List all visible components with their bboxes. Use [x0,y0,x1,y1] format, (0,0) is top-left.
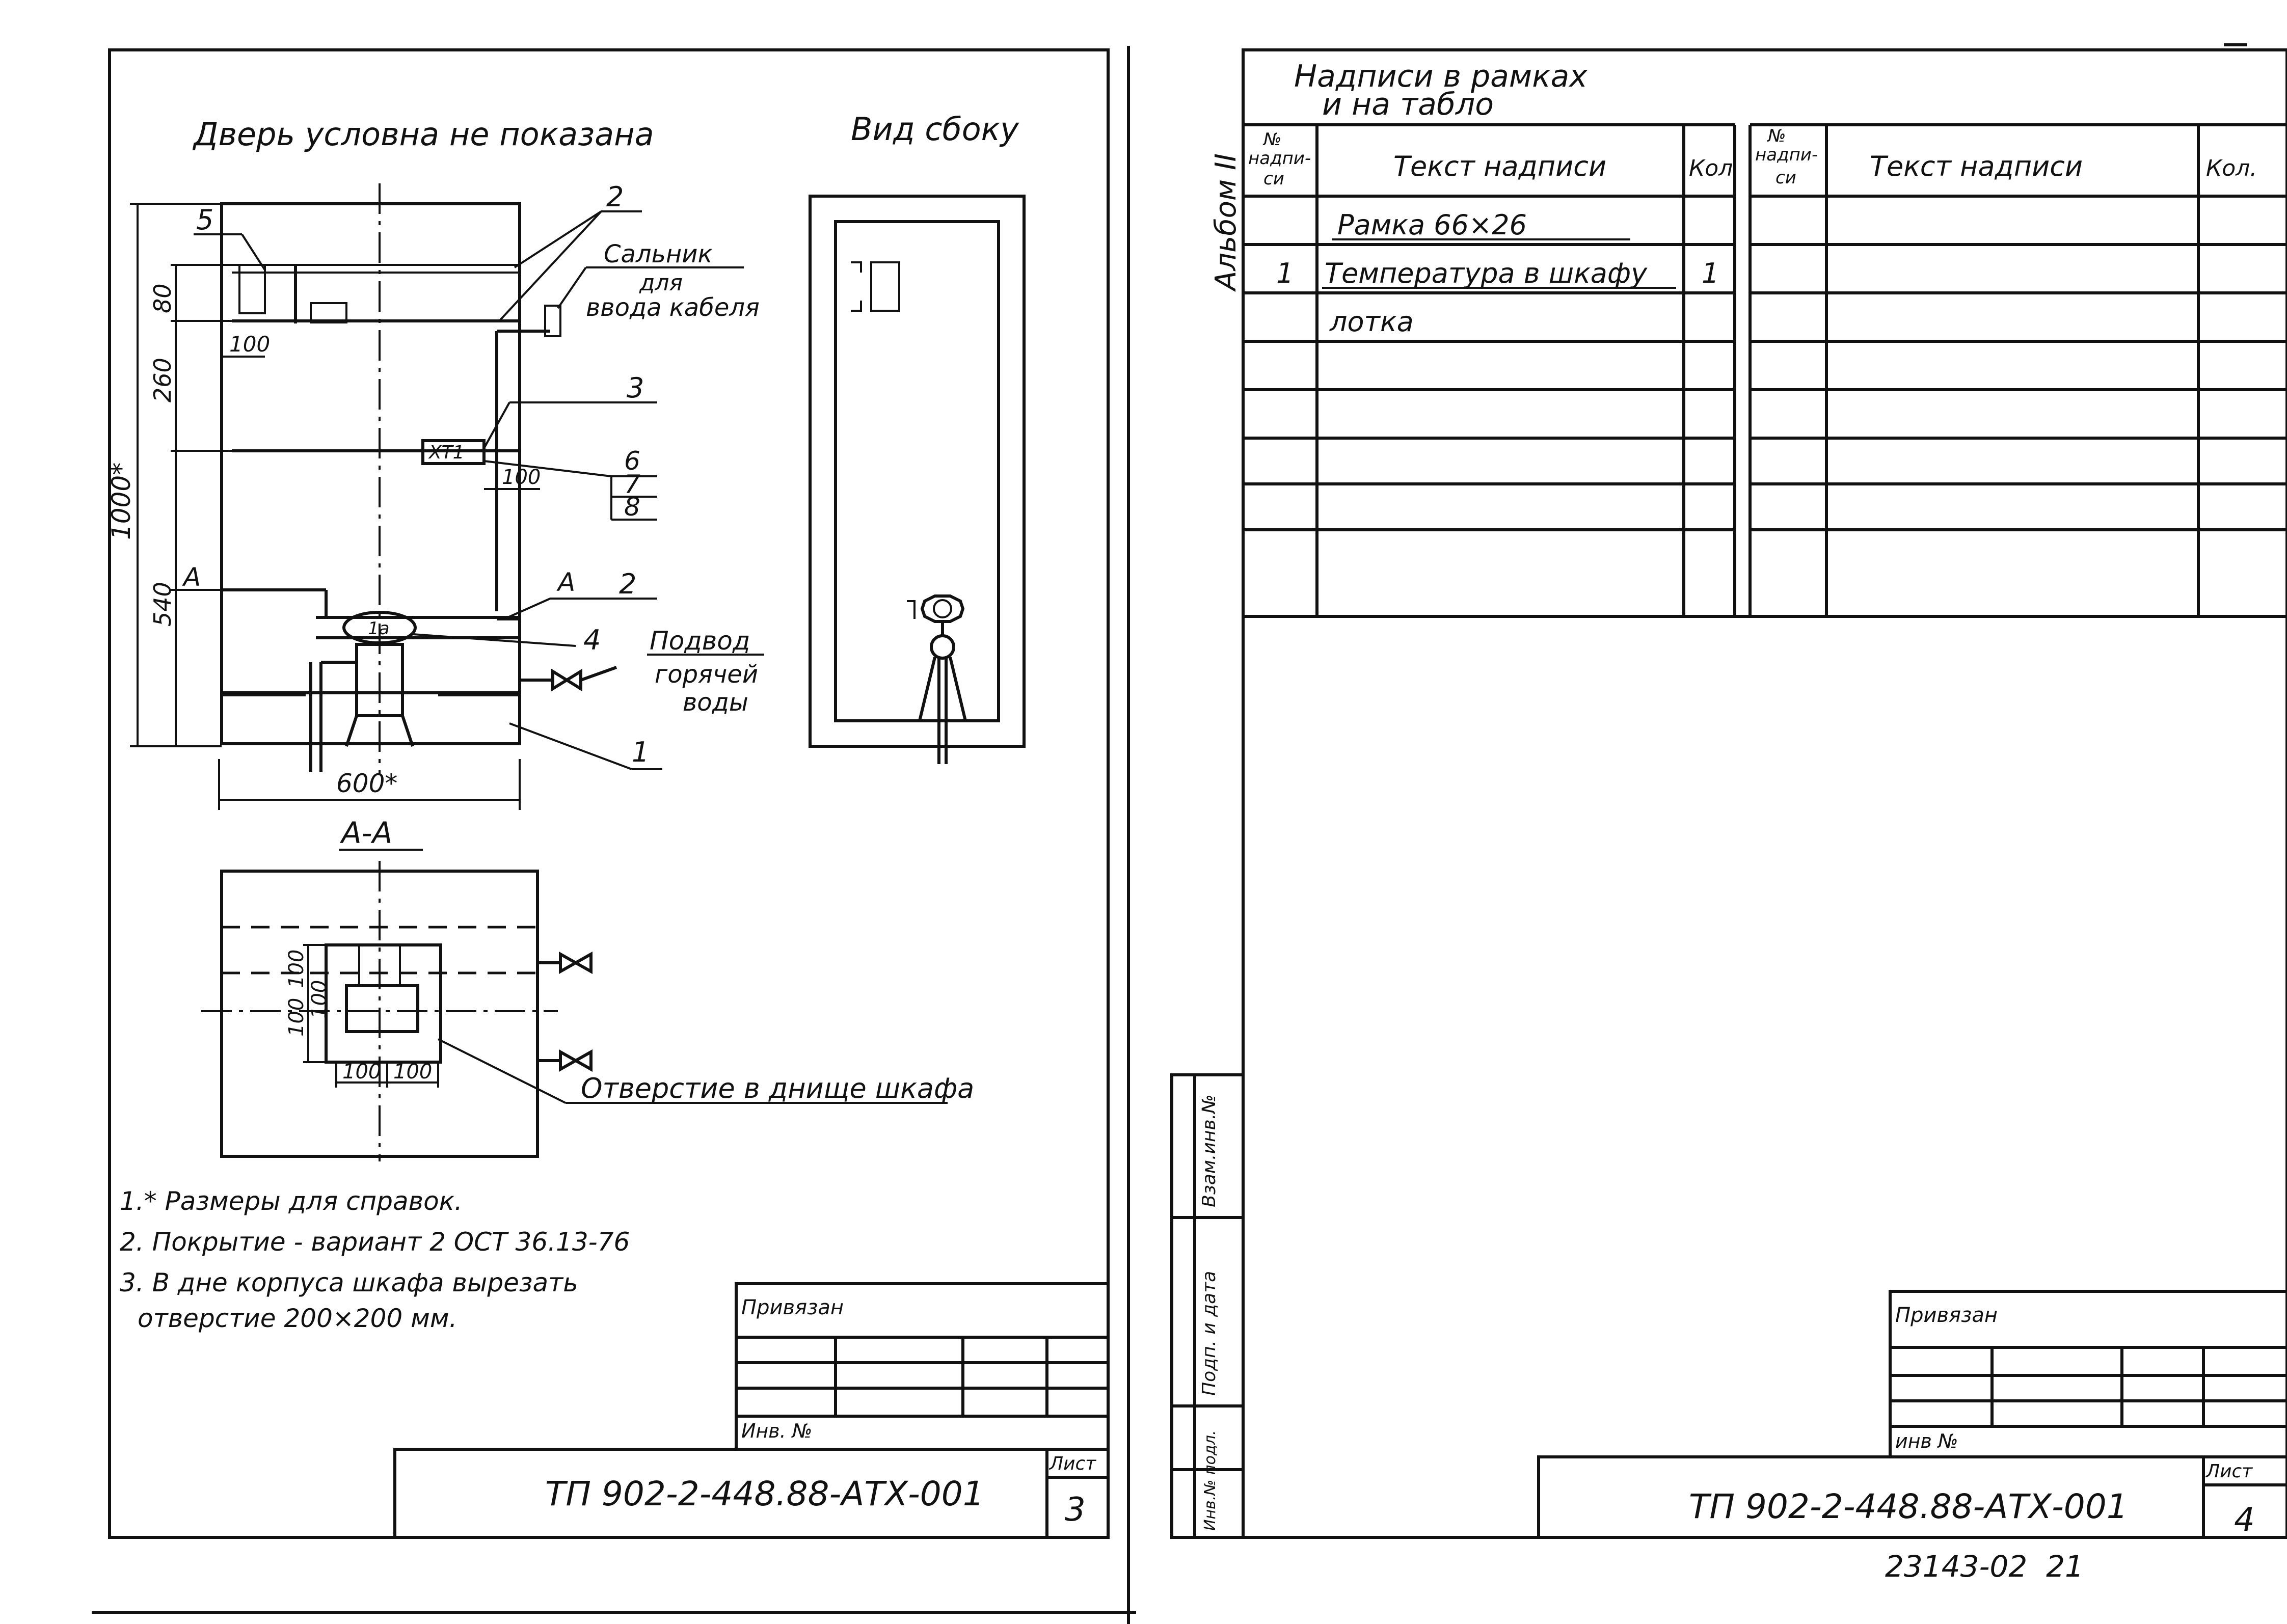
side-stamp: Взам.инв.№ Подп. и дата Инв.№ подл. [1170,1073,1245,1539]
callout-3: 3 [627,372,644,404]
front-view-dimensions: 1000* 80 260 540 А 100 100 600* [106,203,541,810]
row-2-qty: 1 [1702,257,1719,289]
gland-label-3: ввода кабеля [586,293,760,322]
row-2-text: Температура в шкафу [1325,257,1648,289]
right-sheet-no: 4 [2234,1501,2255,1539]
col-num-3-right: си [1775,168,1796,188]
supply-label-1: Подвод [650,626,750,656]
supply-label-3: воды [683,688,748,717]
callout-2-top: 2 [606,181,624,213]
door-note: Дверь условна не показана [192,116,654,153]
callout-8: 8 [624,492,640,522]
stamp-number: 23143-02 21 [1885,1549,2084,1584]
note-3: 3. В дне корпуса шкафа вырезать [120,1268,578,1297]
right-inv: инв № [1895,1430,1958,1452]
col-text-right: Текст надписи [1870,150,2083,182]
front-view-callouts: 5 2 Сальник для ввода кабеля 3 6 7 8 А 2 [194,181,764,770]
device-label: 1а [368,618,389,639]
left-sheet-label: Лист [1048,1453,1096,1474]
left-sheet-no: 3 [1065,1491,1086,1529]
col-num-2: надпи- [1248,148,1311,169]
row-1-text: Рамка 66×26 [1337,209,1527,241]
cabinet-front-view: ХТ1 1а [220,183,617,774]
col-num-1-right: № [1767,126,1786,146]
callout-5: 5 [196,204,213,236]
terminal-label: ХТ1 [428,442,465,463]
dim-100-top: 100 [229,332,270,357]
col-num-1: № [1262,129,1281,150]
section-mark-right: А [556,567,575,597]
dim-1000: 1000* [106,463,136,540]
side-view-title: Вид сбоку [851,111,1019,148]
dim-260: 260 [149,358,176,402]
col-qty-right: Кол. [2206,155,2257,181]
notes: 1.* Размеры для справок. 2. Покрытие - в… [120,1186,630,1333]
sec-dim-v1: 100 [285,950,308,988]
right-title-block: Привязан инв № ТП 902-2-448.88-АТХ-001 Л… [1537,1290,2287,1539]
left-doc-code: ТП 902-2-448.88-АТХ-001 [545,1474,984,1513]
left-sheet: Дверь условна не показана Вид сбоку ХТ1 [92,48,1136,1614]
note-3-cont: отверстие 200×200 мм. [138,1304,457,1333]
right-doc-code: ТП 902-2-448.88-АТХ-001 [1689,1487,2128,1526]
left-privyazan: Привязан [741,1296,844,1319]
table-heading-2: и на табло [1322,87,1494,122]
hole-label: Отверстие в днище шкафа [581,1072,974,1104]
gland-label-1: Сальник [604,240,712,268]
section-mark-left: А [182,562,201,592]
col-text: Текст надписи [1393,150,1606,182]
dim-100-mid: 100 [502,466,541,489]
sec-dim-h1: 100 [342,1060,381,1084]
dim-600: 600* [336,769,397,798]
callout-1: 1 [632,736,649,768]
right-sheet-label: Лист [2205,1461,2253,1482]
note-2: 2. Покрытие - вариант 2 ОСТ 36.13-76 [120,1227,630,1257]
right-privyazan: Привязан [1895,1304,1998,1327]
stamp-vzam-inv: Взам.инв.№ [1199,1094,1220,1207]
supply-label-2: горячей [655,660,758,689]
callout-6: 6 [624,446,640,476]
album-label: Альбом II [1209,153,1243,292]
col-num-3: си [1263,169,1284,189]
gland-label-2: для [639,270,683,296]
col-qty: Кол [1689,155,1733,181]
callout-2-mid: 2 [619,568,636,600]
stamp-inv-podl: Инв.№ подл. [1201,1430,1219,1531]
callout-4: 4 [583,624,601,656]
left-inv: Инв. № [741,1420,812,1442]
sec-dim-v3: 100 [308,980,331,1019]
note-1: 1.* Размеры для справок. [120,1186,463,1216]
inscriptions-table: № надпи- си Текст надписи Кол № надпи- с… [1243,123,2287,618]
left-title-block: Привязан Инв. № ТП 902-2-448.88-АТХ-001 … [393,1282,1110,1539]
dim-540: 540 [149,582,176,627]
cabinet-side-view [809,195,1026,764]
table-heading-1: Надписи в рамках [1294,59,1588,94]
sec-dim-h2: 100 [393,1060,432,1084]
section-a-a: А-А 100 100 100 100 [201,816,974,1161]
row-2-num: 1 [1276,257,1294,289]
row-3-text: лотка [1329,306,1414,338]
stamp-podp-data: Подп. и дата [1199,1271,1220,1396]
section-title: А-А [339,816,392,850]
sec-dim-v2: 100 [285,998,308,1037]
right-sheet: Альбом II Надписи в рамках и на табло [1170,43,2287,1584]
col-num-2-right: надпи- [1755,145,1818,165]
callout-7: 7 [624,470,640,499]
dim-80: 80 [149,283,176,313]
